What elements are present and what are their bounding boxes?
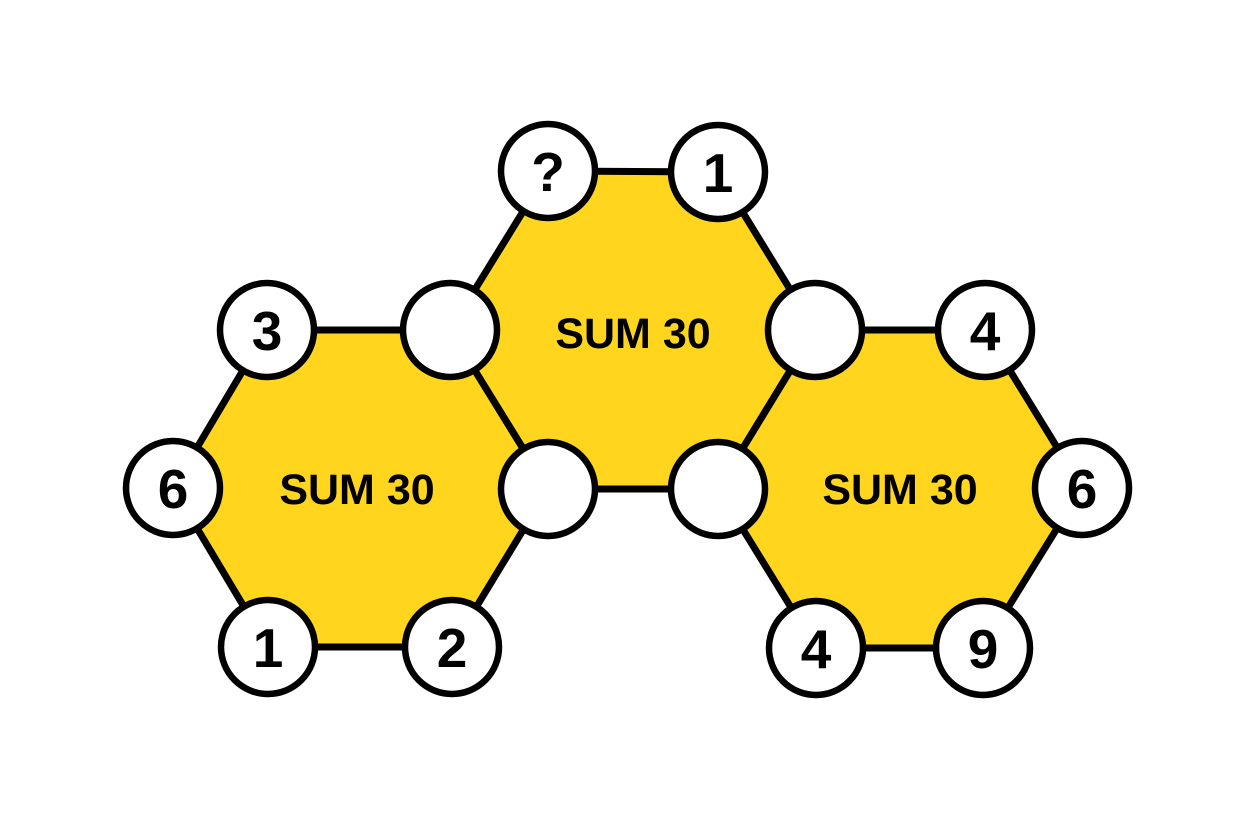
sum-label-left: SUM 30 — [279, 466, 434, 514]
sum-label-right: SUM 30 — [822, 466, 977, 514]
node-value-right-bottom-left: 4 — [801, 618, 832, 680]
node-circle-shared-left-upper-empty — [399, 279, 501, 381]
node-circle-right-bottom-left — [765, 597, 867, 699]
node-value-right-bottom-right: 9 — [968, 618, 999, 680]
node-circle-shared-left-lower-empty — [497, 438, 599, 540]
node-value-left-bottom-left: 1 — [253, 617, 284, 679]
node-circle-left-left — [122, 437, 224, 539]
node-value-left-bottom-right: 2 — [437, 617, 468, 679]
node-value-left-left: 6 — [158, 458, 189, 520]
node-value-middle-top-right: 1 — [703, 142, 734, 204]
node-circle-right-right — [1031, 437, 1133, 539]
node-circle-right-top-right — [934, 279, 1036, 381]
node-circle-shared-right-lower-empty — [667, 438, 769, 540]
node-circle-left-bottom-right — [401, 596, 503, 698]
node-value-middle-top-left-unknown: ? — [531, 141, 565, 203]
node-circle-left-top-left — [216, 279, 318, 381]
node-circle-left-bottom-left — [217, 596, 319, 698]
node-value-right-top-right: 4 — [970, 300, 1001, 362]
node-circle-right-bottom-right — [932, 597, 1034, 699]
node-value-right-right: 6 — [1067, 458, 1098, 520]
node-circle-middle-top-right — [667, 121, 769, 223]
node-value-left-top-left: 3 — [252, 300, 283, 362]
sum-label-middle: SUM 30 — [555, 310, 710, 358]
node-circle-shared-right-upper-empty — [764, 279, 866, 381]
node-circle-middle-top-left-unknown — [497, 120, 599, 222]
